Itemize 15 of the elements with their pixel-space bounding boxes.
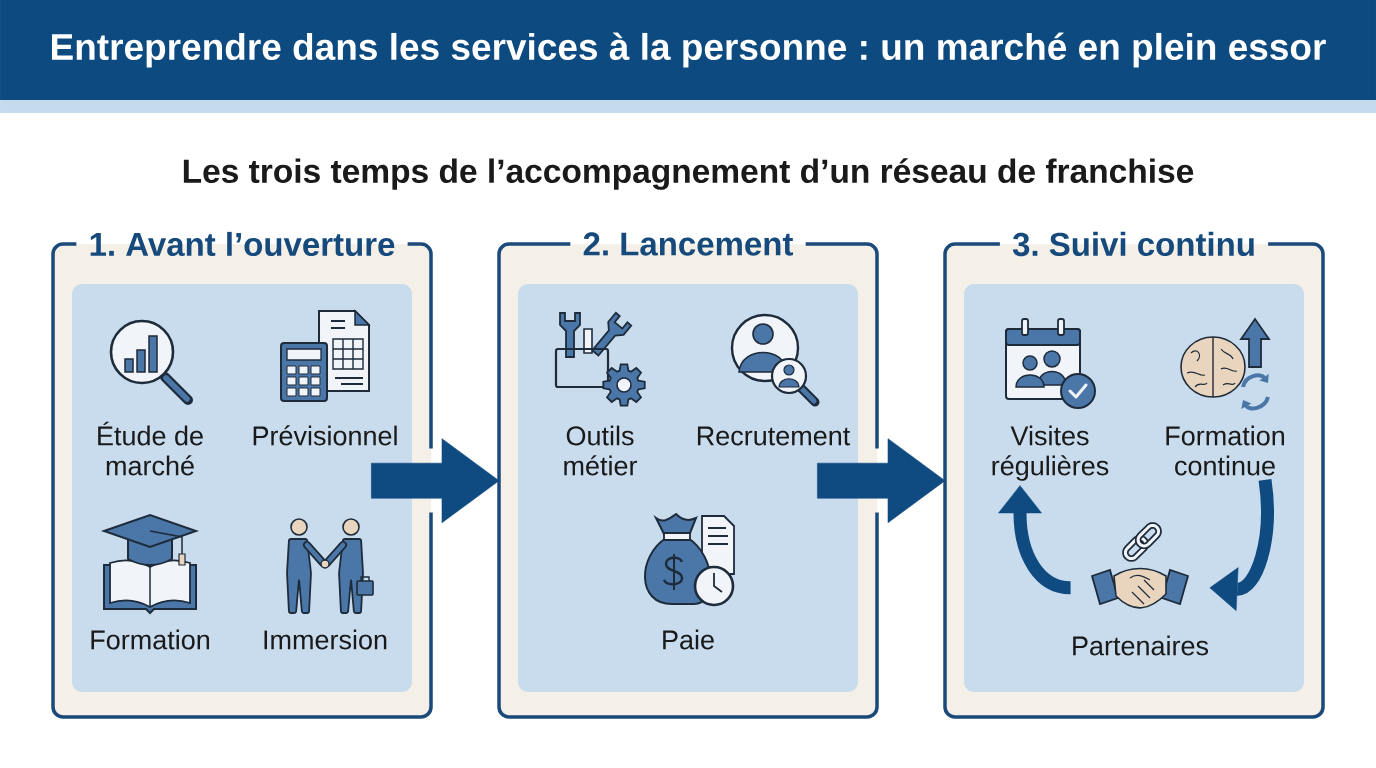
subtitle: Les trois temps de l’accompagnement d’un réseau de franchise <box>183 158 1194 190</box>
item-label: Outils métier <box>564 425 638 476</box>
item-label: Formation continue <box>1166 425 1284 476</box>
item-label: Paie <box>663 629 714 650</box>
item-label: Étude de marché <box>98 421 203 476</box>
curved-arrow <box>1209 479 1274 611</box>
item-label: Visites régulières <box>992 425 1109 481</box>
item-label: Recrutement <box>697 426 851 446</box>
block-arrow <box>371 438 500 523</box>
item-label: Formation <box>91 629 209 650</box>
item-label: Immersion <box>264 629 387 650</box>
item-label: Partenaires <box>1073 635 1209 656</box>
item-label: Prévisionnel <box>253 425 397 446</box>
block-arrow <box>817 438 946 523</box>
title-bar: Entreprendre dans les services à la personne : un marché en plein essor <box>0 0 1376 113</box>
